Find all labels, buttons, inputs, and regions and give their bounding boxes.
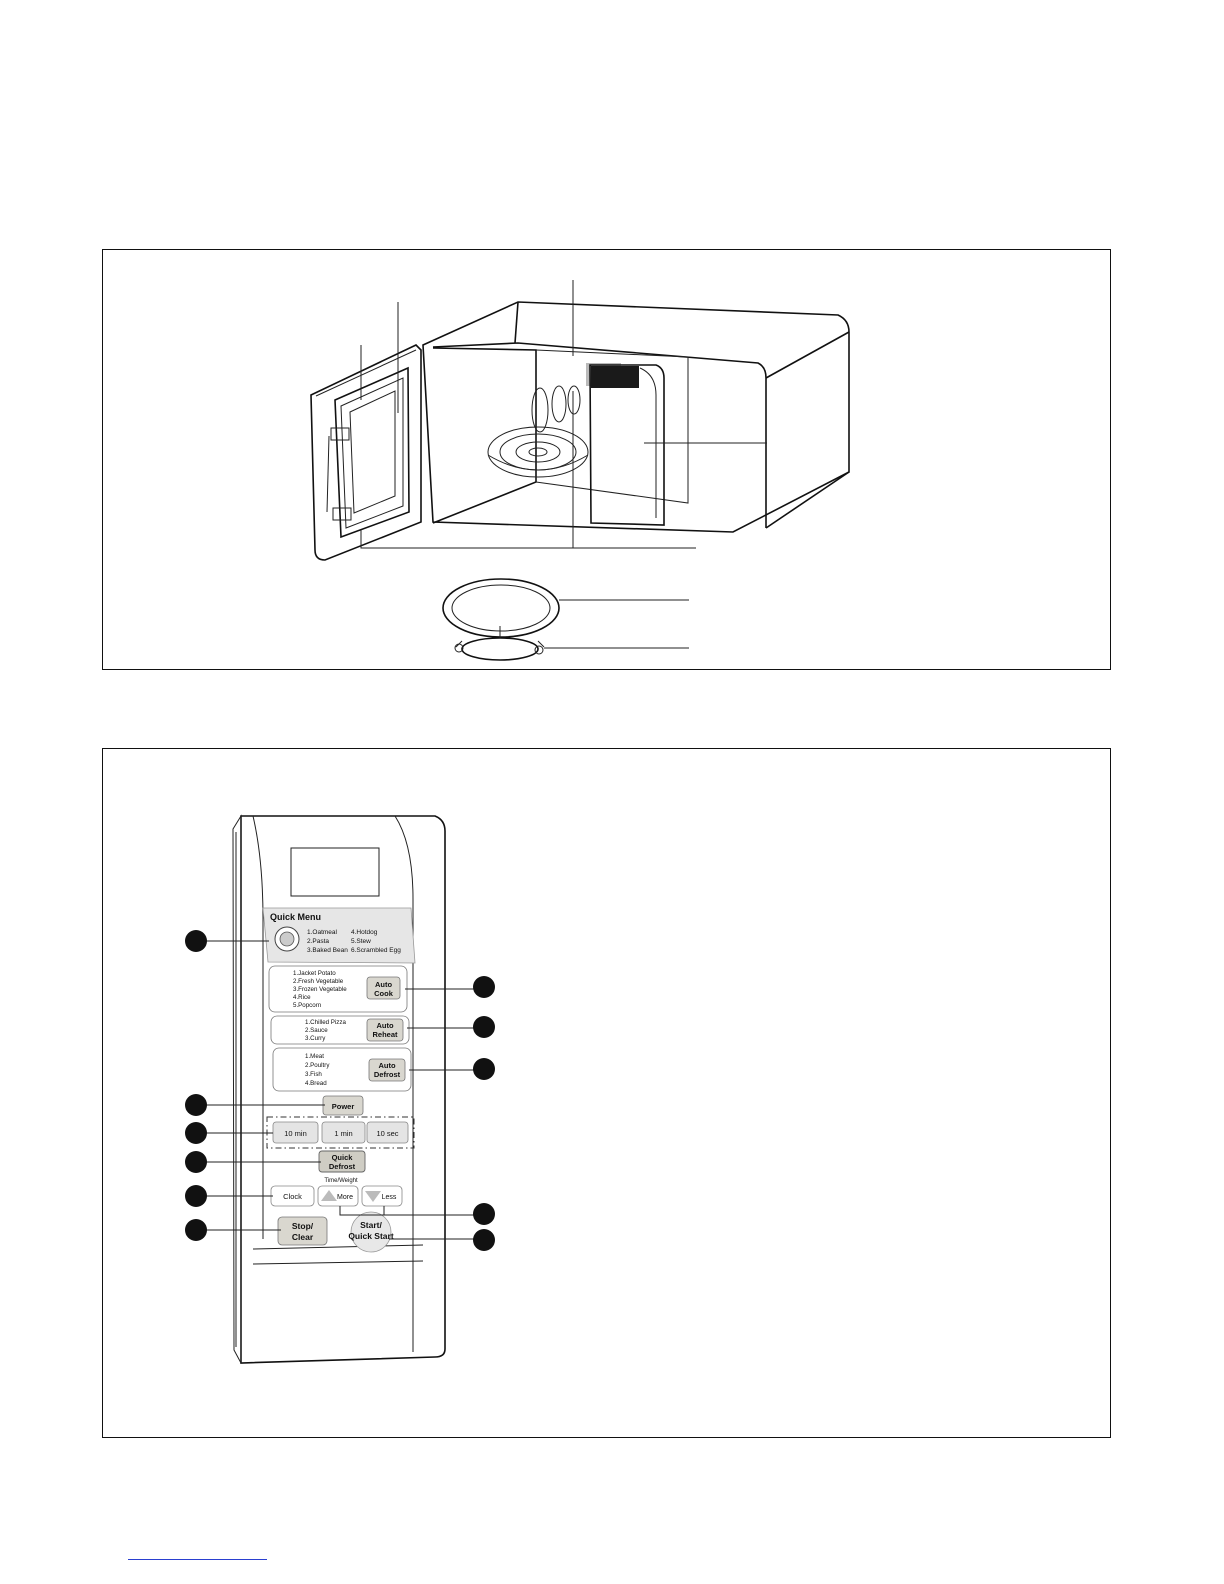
callout-marker [473,1229,495,1251]
quick-menu-item: 3.Baked Bean [307,947,348,954]
quick-menu-item: 4.Hotdog [351,929,378,936]
power-label: Power [332,1102,355,1111]
auto-cook-item: 1.Jacket Potato [293,970,336,977]
auto-reheat-section: 1.Chilled Pizza 2.Sauce 3.Curry Auto Reh… [270,1015,410,1045]
door-latch-top [330,427,350,441]
less-button[interactable]: Less [361,1185,403,1207]
auto-defrost-item: 1.Meat [305,1053,324,1060]
callout-marker [185,1094,207,1116]
power-button[interactable]: Power [322,1095,364,1116]
stop-clear-button[interactable]: Stop/ Clear [277,1216,328,1246]
oven-door [310,344,422,561]
control-panel-drawing: Quick Menu 1.Oatmeal 2.Pasta 3.Baked Bea… [185,814,495,1364]
quick-menu-item: 1.Oatmeal [307,929,338,936]
start-label: Start/ [360,1220,382,1230]
auto-defrost-item: 3.Fish [305,1071,322,1078]
quick-defrost-label: Quick [332,1153,354,1162]
auto-cook-section: 1.Jacket Potato 2.Fresh Vegetable 3.Froz… [268,965,408,1013]
quick-defrost-button[interactable]: Quick Defrost [318,1150,366,1173]
auto-defrost-button[interactable]: Auto Defrost [368,1058,406,1082]
callout-marker [185,1151,207,1173]
quick-menu-section: Quick Menu 1.Oatmeal 2.Pasta 3.Baked Bea… [262,907,416,964]
oven-parts-drawing [310,280,850,661]
clock-button[interactable]: Clock [270,1185,315,1207]
start-label: Quick Start [348,1231,394,1241]
time-weight-label: Time/Weight [324,1178,358,1184]
auto-reheat-item: 1.Chilled Pizza [305,1019,346,1026]
auto-reheat-item: 3.Curry [305,1035,326,1042]
glass-tray [442,578,560,638]
quick-menu-item: 5.Stew [351,938,371,945]
auto-reheat-item: 2.Sauce [305,1027,328,1034]
auto-defrost-item: 2.Poultry [305,1062,330,1069]
quick-menu-title: Quick Menu [270,912,321,922]
auto-reheat-button[interactable]: Auto Reheat [366,1018,404,1042]
callout-marker [473,976,495,998]
door-latch-bottom [332,507,352,521]
stop-clear-label: Clear [292,1232,314,1242]
oven-parts-figure [102,249,1111,670]
ten-min-button[interactable]: 10 min [272,1121,319,1144]
ten-min-label: 10 min [284,1129,307,1138]
auto-cook-item: 2.Fresh Vegetable [293,978,344,985]
more-button[interactable]: More [317,1185,359,1207]
auto-defrost-label: Defrost [374,1070,401,1079]
auto-defrost-item: 4.Bread [305,1080,327,1087]
auto-defrost-label: Auto [378,1061,395,1070]
callout-marker [473,1203,495,1225]
callout-markers [185,930,495,1251]
clock-label: Clock [283,1192,302,1201]
footer-link-underline[interactable] [128,1559,267,1560]
more-label: More [337,1194,353,1201]
auto-cook-button[interactable]: Auto Cook [366,976,401,1000]
panel-outline [232,814,446,1364]
down-arrow-icon [365,1191,381,1202]
display-window [290,847,380,897]
quick-menu-dial-icon [279,931,295,947]
auto-cook-item: 5.Popcorn [293,1002,322,1009]
quick-menu-item: 6.Scrambled Egg [351,947,401,954]
start-button[interactable]: Start/ Quick Start [348,1211,394,1253]
leader-lines [196,940,483,1240]
callout-marker [473,1016,495,1038]
auto-cook-label: Cook [374,989,394,998]
control-panel-strip [589,364,665,526]
auto-cook-label: Auto [375,980,392,989]
auto-reheat-label: Reheat [372,1030,398,1039]
display-window [591,366,639,388]
less-label: Less [382,1194,397,1201]
auto-cook-item: 3.Frozen Vegetable [293,986,347,993]
oven-cavity [432,347,689,524]
up-arrow-icon [321,1190,337,1201]
quick-menu-item: 2.Pasta [307,938,329,945]
callout-marker [185,1122,207,1144]
ten-sec-button[interactable]: 10 sec [366,1121,409,1144]
quick-defrost-label: Defrost [329,1162,356,1171]
callout-marker [185,930,207,952]
auto-cook-item: 4.Rice [293,994,311,1001]
time-buttons-group: 10 min 1 min 10 sec [266,1116,415,1149]
leader-lines [360,280,767,649]
oven-body [422,301,850,533]
roller-ring [454,626,545,661]
ten-sec-label: 10 sec [376,1129,398,1138]
callout-marker [185,1219,207,1241]
one-min-button[interactable]: 1 min [321,1121,366,1144]
auto-reheat-label: Auto [376,1021,393,1030]
callout-marker [185,1185,207,1207]
control-panel-figure: Quick Menu 1.Oatmeal 2.Pasta 3.Baked Bea… [102,748,1111,1438]
stop-clear-label: Stop/ [292,1221,314,1231]
callout-marker [473,1058,495,1080]
one-min-label: 1 min [334,1129,352,1138]
auto-defrost-section: 1.Meat 2.Poultry 3.Fish 4.Bread Auto Def… [272,1047,412,1092]
